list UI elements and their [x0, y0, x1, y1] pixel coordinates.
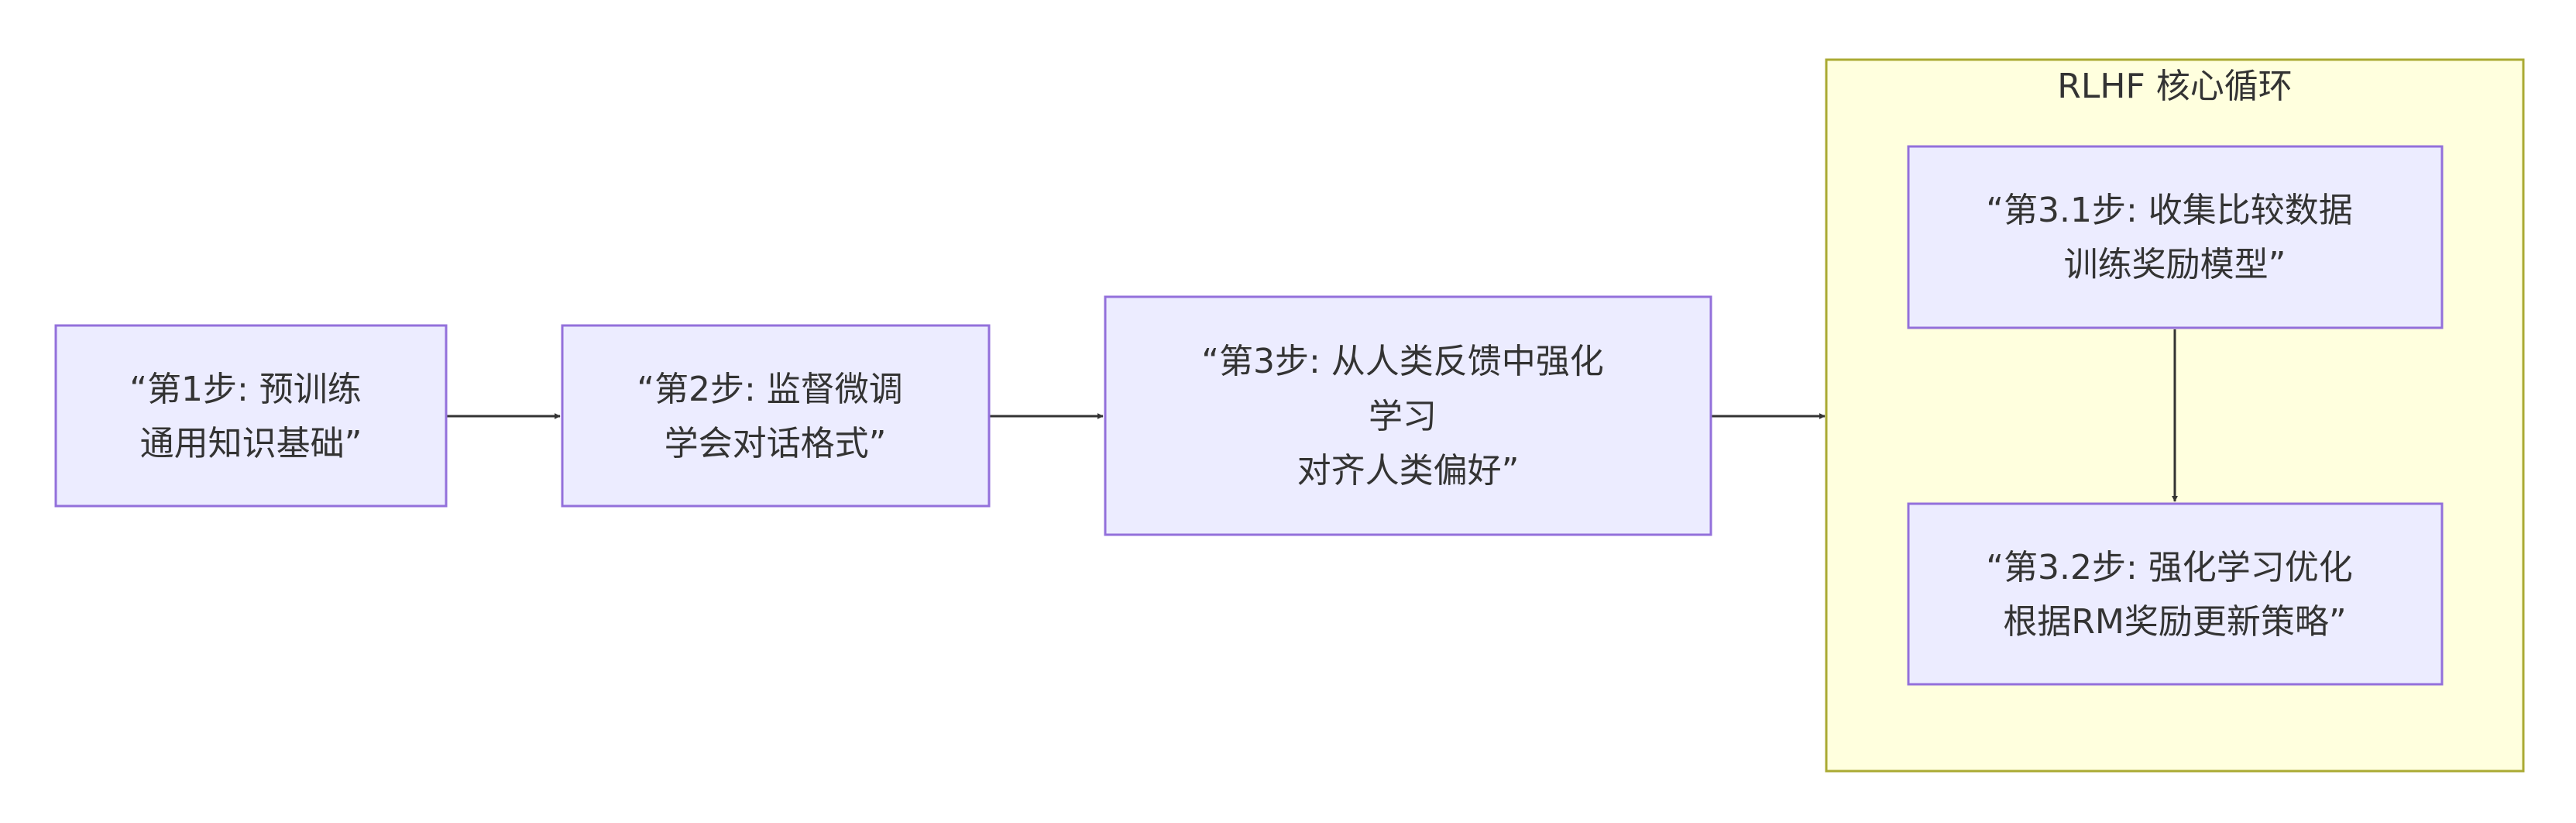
edges — [447, 329, 2178, 502]
node-step3: “第3步: 从人类反馈中强化 学习 对齐人类偏好” — [1104, 295, 1712, 536]
node-step3-1: “第3.1步: 收集比较数据 训练奖励模型” — [1907, 145, 2444, 329]
node-step2-line2: 学会对话格式” — [665, 424, 887, 463]
node-step1-line1: “第1步: 预训练 — [129, 370, 362, 409]
node-step3-1-label: “第3.1步: 收集比较数据 训练奖励模型” — [1986, 191, 2364, 284]
node-step1-label: “第1步: 预训练 通用知识基础” — [129, 370, 373, 463]
node-step2-label: “第2步: 监督微调 学会对话格式” — [637, 370, 914, 463]
node-step1-box — [54, 324, 448, 508]
node-step2-line1: “第2步: 监督微调 — [637, 370, 903, 409]
node-step3-line2: 学习 — [1369, 397, 1437, 436]
node-step3-line3: 对齐人类偏好” — [1297, 451, 1520, 491]
node-step3-line1: “第3步: 从人类反馈中强化 — [1201, 342, 1604, 381]
node-step3-2-line2: 根据RM奖励更新策略” — [2003, 602, 2346, 642]
node-step3-2-label: “第3.2步: 强化学习优化 根据RM奖励更新策略” — [1986, 548, 2364, 642]
node-step3-2-line1: “第3.2步: 强化学习优化 — [1986, 548, 2353, 587]
node-step1: “第1步: 预训练 通用知识基础” — [54, 324, 448, 508]
node-step3-label: “第3步: 从人类反馈中强化 学习 对齐人类偏好” — [1201, 342, 1615, 491]
node-step2: “第2步: 监督微调 学会对话格式” — [561, 324, 991, 508]
node-step2-box — [561, 324, 991, 508]
node-step1-line2: 通用知识基础” — [140, 424, 362, 463]
node-step3-1-box — [1907, 145, 2444, 329]
cluster-title: RLHF 核心循环 — [2057, 67, 2292, 106]
node-step3-box — [1104, 295, 1712, 536]
node-step3-1-line1: “第3.1步: 收集比较数据 — [1986, 191, 2353, 230]
node-step3-1-line2: 训练奖励模型” — [2064, 245, 2286, 284]
node-step3-2-box — [1907, 502, 2444, 686]
node-step3-2: “第3.2步: 强化学习优化 根据RM奖励更新策略” — [1907, 502, 2444, 686]
